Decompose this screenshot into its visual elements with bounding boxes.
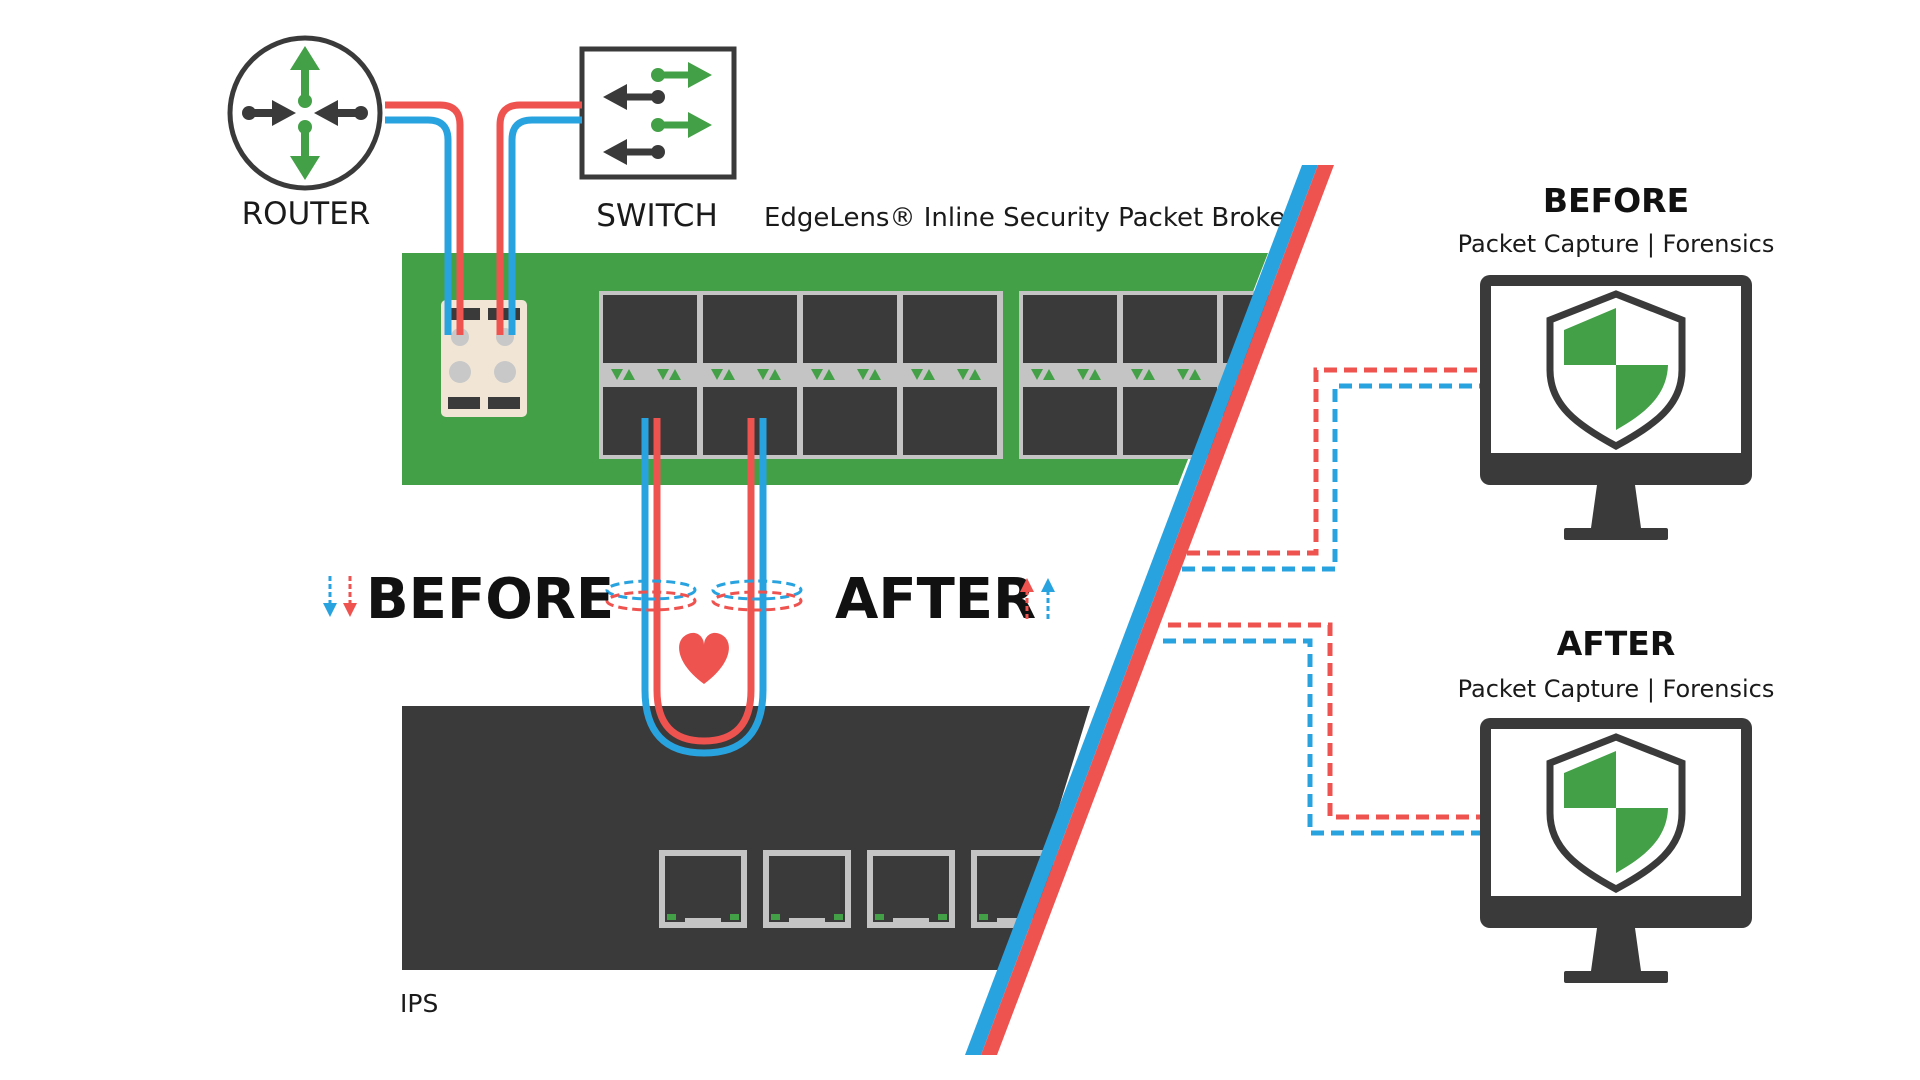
sfp-port	[803, 387, 897, 455]
switch-red-cable	[496, 101, 582, 335]
port-led	[623, 369, 635, 380]
monitor-after: AFTER Packet Capture | Forensics	[1458, 624, 1775, 983]
rj45-latch	[685, 918, 721, 928]
rj45-socket	[873, 856, 949, 922]
port-led	[869, 369, 881, 380]
port-led	[875, 914, 884, 920]
router-red-cable	[385, 101, 464, 335]
port-led	[1131, 369, 1143, 380]
port-led	[723, 369, 735, 380]
ips: IPS	[400, 706, 1090, 1018]
ips-chassis	[402, 706, 1090, 970]
packet-broker: EdgeLens® Inline Security Packet Broker	[402, 203, 1323, 485]
sfp-port	[903, 387, 997, 455]
loop-red-cable	[653, 418, 755, 745]
switch-label: SWITCH	[596, 198, 718, 234]
shield-icon	[1546, 733, 1686, 893]
after-red-tap	[1168, 622, 1483, 820]
port-led	[911, 369, 923, 380]
before-red-tap	[1187, 367, 1483, 556]
before-after-legend: BEFORE AFTER	[323, 567, 1055, 632]
packet-broker-label: EdgeLens® Inline Security Packet Broker	[764, 203, 1296, 233]
up-arrows-icon	[1020, 578, 1055, 620]
sfp-port	[603, 387, 697, 455]
port-led	[771, 914, 780, 920]
port-led	[757, 369, 769, 380]
monitor-tap-cables	[1163, 367, 1483, 836]
port-led	[669, 369, 681, 380]
port-led	[657, 369, 669, 380]
sfp-port	[603, 295, 697, 363]
uplink-cables	[385, 101, 582, 335]
rj45-socket	[769, 856, 845, 922]
port-led	[730, 914, 739, 920]
port-led	[923, 369, 935, 380]
rj45-latch	[789, 918, 825, 928]
port-led	[969, 369, 981, 380]
router: ROUTER	[227, 35, 383, 232]
port-led	[979, 914, 988, 920]
port-led	[1077, 369, 1089, 380]
monitor-before: BEFORE Packet Capture | Forensics	[1458, 181, 1775, 540]
loop-blue-cable	[641, 418, 767, 757]
shield-icon	[1546, 290, 1686, 450]
switch: SWITCH	[579, 46, 737, 234]
sfp-port	[703, 295, 797, 363]
monitor-after-subtitle: Packet Capture | Forensics	[1458, 675, 1775, 703]
rj45-socket	[665, 856, 741, 922]
port-led	[834, 914, 843, 920]
heart-icon	[679, 632, 729, 684]
after-blue-tap	[1163, 638, 1483, 836]
sfp-port	[803, 295, 897, 363]
sfp-port	[903, 295, 997, 363]
down-arrows-icon	[323, 576, 357, 617]
router-icon	[227, 35, 383, 191]
port-led	[1089, 369, 1101, 380]
port-led	[957, 369, 969, 380]
inline-loop-cables	[641, 418, 767, 757]
after-center-label: AFTER	[835, 567, 1036, 632]
port-led	[857, 369, 869, 380]
monitor-after-title: AFTER	[1557, 624, 1676, 663]
rj45-latch	[893, 918, 929, 928]
switch-icon	[579, 46, 737, 180]
port-led	[611, 369, 623, 380]
sfp-port	[1023, 387, 1117, 455]
port-led	[1031, 369, 1043, 380]
router-label: ROUTER	[242, 196, 371, 232]
before-blue-tap	[1182, 383, 1483, 572]
port-led	[769, 369, 781, 380]
port-led	[1189, 369, 1201, 380]
before-center-label: BEFORE	[366, 567, 614, 632]
port-led	[938, 914, 947, 920]
port-led	[667, 914, 676, 920]
diagonal-blue-cable	[965, 165, 1318, 1055]
port-led	[1043, 369, 1055, 380]
traffic-rings	[605, 579, 803, 612]
sfp-port	[1023, 295, 1117, 363]
port-led	[1143, 369, 1155, 380]
monitor-before-subtitle: Packet Capture | Forensics	[1458, 230, 1775, 258]
diagonal-red-cable	[981, 165, 1334, 1055]
port-led	[823, 369, 835, 380]
ips-label: IPS	[400, 989, 438, 1018]
diagonal-cables	[965, 165, 1334, 1055]
port-led	[811, 369, 823, 380]
switch-blue-cable	[508, 116, 582, 335]
port-led	[1177, 369, 1189, 380]
port-array	[599, 291, 1323, 459]
monitor-before-title: BEFORE	[1543, 181, 1689, 220]
port-led	[711, 369, 723, 380]
sfp-port	[1123, 295, 1217, 363]
router-blue-cable	[385, 116, 452, 335]
